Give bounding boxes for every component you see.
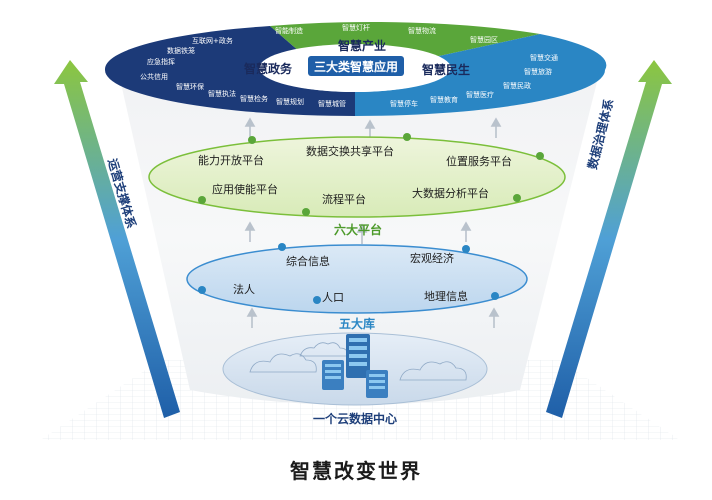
platform-label: 能力开放平台 [198,153,264,167]
industry-item: 智慧园区 [470,35,498,44]
database-label: 宏观经济 [410,251,454,265]
platforms-title: 六大平台 [334,222,382,237]
livelihood-item: 智慧医疗 [466,90,494,99]
platform-label: 位置服务平台 [446,154,512,168]
livelihood-items: 智慧交通 智慧旅游 智慧民政 智慧停车 智慧教育 智慧医疗 [390,53,558,108]
databases-title: 五大库 [339,316,375,331]
center-label-box [308,56,404,76]
cloud-title: 一个云数据中心 [313,411,397,426]
gov-item: 智慧环保 [176,82,204,91]
industry-items: 智能制造 智慧灯杆 智慧物流 智慧园区 [275,23,498,44]
industry-item: 智慧灯杆 [342,23,370,32]
center-label: 三大类智慧应用 [314,59,398,74]
platform-label: 数据交换共享平台 [306,144,394,158]
cloud-datacenter [222,332,488,406]
platform-label: 大数据分析平台 [412,186,489,200]
segment-gov [104,26,300,70]
gov-item: 数据铁笼 [167,46,195,55]
industry-item: 智能制造 [275,26,303,35]
gov-item: 智慧规划 [276,97,304,106]
database-label: 人口 [322,291,344,304]
livelihood-item: 智慧停车 [390,99,418,108]
platform-label: 流程平台 [322,192,366,206]
segment-gov-title: 智慧政务 [243,61,293,76]
platform-label: 应用使能平台 [212,182,278,196]
segment-gov-lower [105,70,355,116]
gov-item: 应急指挥 [147,57,175,66]
gov-item: 智慧检务 [240,94,268,103]
segment-livelihood [355,34,607,116]
livelihood-item: 智慧教育 [430,95,458,104]
database-label: 地理信息 [424,289,468,303]
livelihood-item: 智慧民政 [503,81,531,90]
segment-livelihood-title: 智慧民生 [421,62,470,77]
right-arrow [546,60,672,418]
database-label: 综合信息 [286,254,330,268]
server-rack-icon [322,334,388,398]
footer-title: 智慧改变世界 [290,459,422,483]
top-ring [104,22,607,116]
livelihood-item: 智慧交通 [530,53,558,62]
segment-industry-title: 智慧产业 [337,38,386,53]
segment-industry [270,22,540,59]
industry-item: 智慧物流 [408,26,436,35]
database-label: 法人 [233,282,255,296]
gov-item: 互联网+政务 [192,36,233,45]
gov-items: 互联网+政务 数据铁笼 应急指挥 公共信用 智慧环保 智慧执法 智慧检务 智慧规… [140,36,346,108]
platforms-ring [148,133,566,218]
gov-item: 智慧城管 [318,99,346,108]
databases-ring [186,243,528,314]
gov-item: 公共信用 [140,72,168,81]
left-arrow [54,60,180,418]
gov-item: 智慧执法 [208,89,236,98]
livelihood-item: 智慧旅游 [524,67,552,76]
